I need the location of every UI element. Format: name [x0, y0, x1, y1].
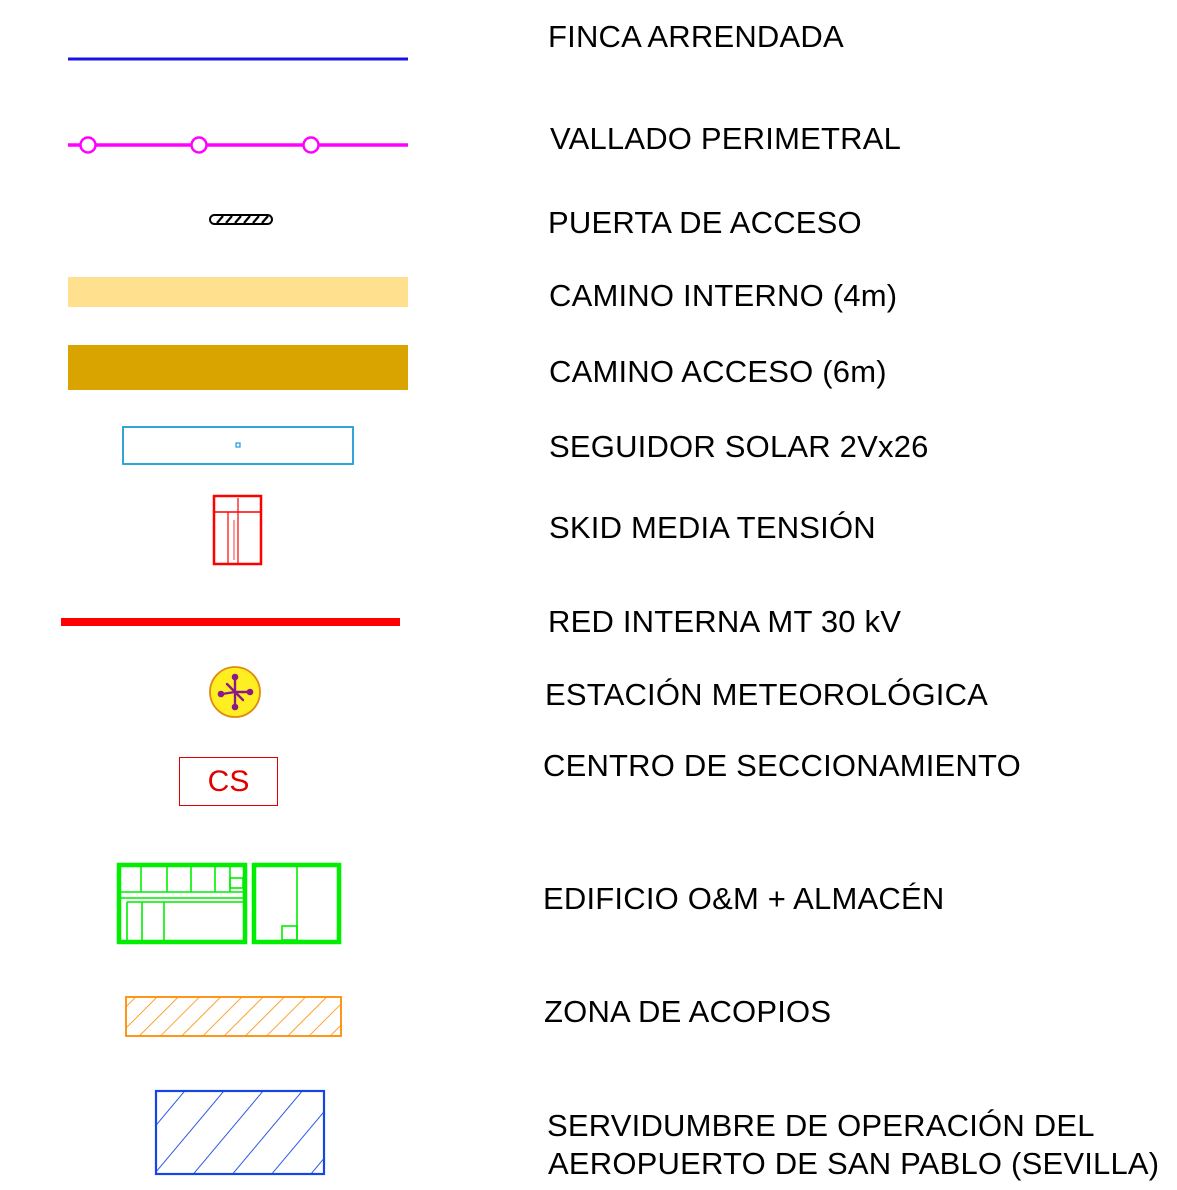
airport-easement-hatch-symbol: [154, 1089, 326, 1176]
legend-label-puerta: PUERTA DE ACCESO: [548, 205, 862, 240]
legend-label-camino-interno: CAMINO INTERNO (4m): [549, 278, 898, 313]
legend-label-servidumbre-line2: AEROPUERTO DE SAN PABLO (SEVILLA): [548, 1146, 1160, 1181]
legend-label-vallado: VALLADO PERIMETRAL: [550, 121, 902, 156]
leased-plot-line-symbol: [68, 57, 408, 61]
legend-label-camino-acceso: CAMINO ACCESO (6m): [549, 354, 887, 389]
legend-label-seguidor: SEGUIDOR SOLAR 2Vx26: [549, 429, 929, 464]
storage-area-hatch-symbol: [125, 996, 342, 1037]
access-road-swatch: [68, 345, 408, 390]
legend-label-red-mt: RED INTERNA MT 30 kV: [548, 604, 902, 639]
perimeter-fence-symbol: [68, 136, 408, 154]
sectioning-center-code: CS: [207, 764, 250, 798]
sectioning-center-symbol: CS: [179, 757, 278, 806]
access-gate-symbol: [209, 214, 273, 225]
om-building-warehouse-symbol: [116, 862, 342, 945]
weather-station-icon: [209, 666, 261, 718]
legend-label-acopios: ZONA DE ACOPIOS: [544, 994, 832, 1029]
mv-skid-symbol: [212, 494, 263, 566]
internal-road-swatch: [68, 277, 408, 307]
mv-network-line-symbol: [61, 618, 400, 626]
solar-tracker-symbol: [122, 426, 354, 465]
legend-label-om: EDIFICIO O&M + ALMACÉN: [543, 881, 945, 916]
legend-label-cs: CENTRO DE SECCIONAMIENTO: [543, 748, 1021, 783]
legend-label-servidumbre-line1: SERVIDUMBRE DE OPERACIÓN DEL: [547, 1108, 1095, 1143]
legend-label-finca: FINCA ARRENDADA: [548, 19, 844, 54]
legend-label-skid: SKID MEDIA TENSIÓN: [549, 510, 876, 545]
legend-label-meteo: ESTACIÓN METEOROLÓGICA: [545, 677, 989, 712]
